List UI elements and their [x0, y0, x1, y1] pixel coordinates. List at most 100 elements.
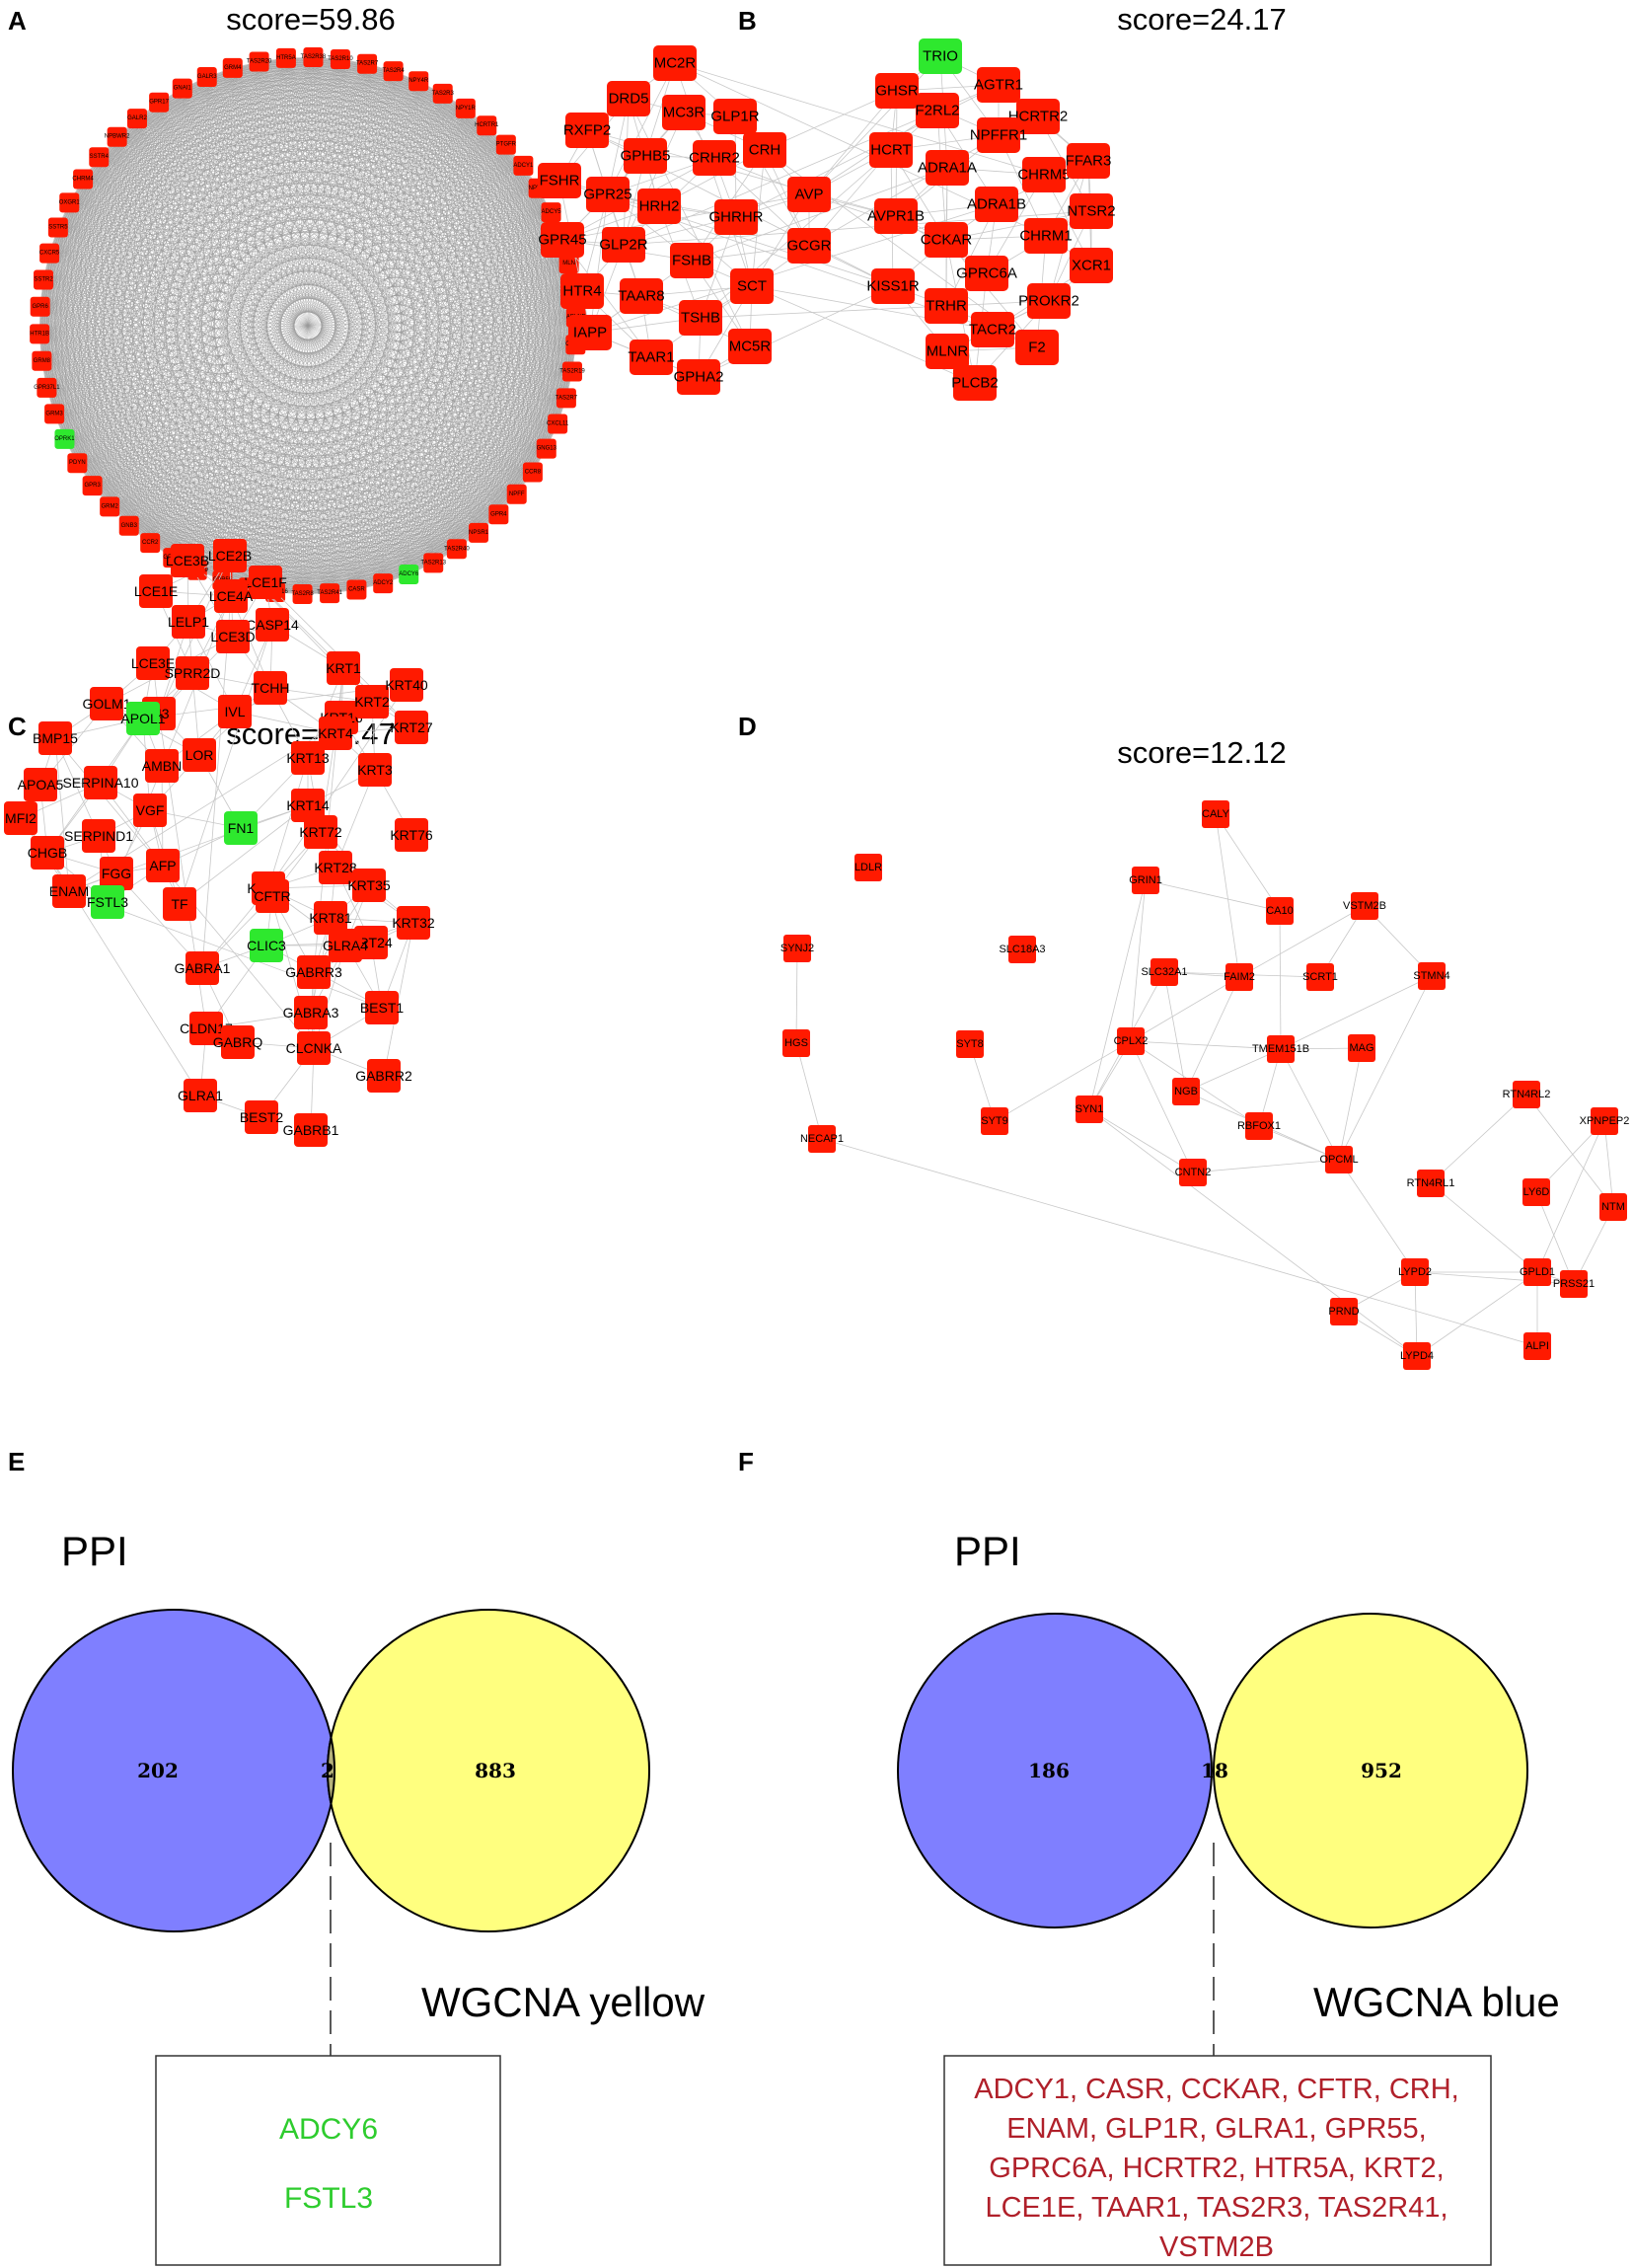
network-edge [1338, 975, 1433, 1161]
gene-node-label: LCE4A [209, 588, 254, 604]
network-edge [136, 118, 331, 594]
network-edge [285, 57, 569, 265]
gene-node-label: FSTL3 [87, 894, 128, 910]
gene-node-kiss1r: KISS1R [866, 268, 920, 304]
gene-node-box [1417, 1170, 1445, 1197]
network-edge [77, 136, 117, 464]
gene-node-label: MAG [1349, 1042, 1373, 1054]
network-edge [465, 108, 577, 318]
network-edge [136, 117, 574, 291]
network-edge [64, 202, 70, 439]
network-edge [285, 57, 303, 594]
network-edge [182, 88, 524, 167]
network-edge [38, 118, 138, 335]
gene-node-box [783, 935, 811, 962]
network-edge [285, 57, 576, 318]
gene-node-vstm2b: VSTM2B [1343, 892, 1386, 920]
gene-node-box [100, 857, 133, 890]
gene-node-scrt1: SCRT1 [1302, 963, 1338, 991]
gene-node-label: HCRT [870, 142, 911, 159]
gene-node-box [541, 222, 584, 258]
network-edge [607, 62, 676, 195]
gene-node-glra4: GLRA4 [323, 929, 368, 962]
gene-node-label: GHRHR [709, 209, 764, 226]
gene-node-box [256, 608, 289, 642]
gene-node-syt9: SYT9 [981, 1107, 1008, 1135]
gene-node-label: MC2R [654, 55, 697, 72]
network-edge [41, 360, 174, 559]
network-edge [206, 76, 573, 372]
gene-node-box [568, 315, 612, 350]
gene-node-label: AVP [795, 187, 824, 203]
network-edge [158, 102, 384, 584]
network-edge [285, 57, 574, 291]
network-edge [38, 76, 207, 335]
panel-label-d: D [738, 712, 757, 741]
gene-node-npffr1: NPFFR1 [970, 117, 1027, 153]
network-edge [274, 57, 287, 593]
gene-node-box [34, 269, 54, 290]
gene-node-box [184, 1079, 217, 1112]
gene-node-tas2r4: TAS2R4 [382, 61, 405, 82]
network-edge [69, 202, 576, 345]
network-edge [821, 1138, 1538, 1347]
network-edge [532, 237, 562, 473]
network-edge [41, 67, 233, 361]
gene-node-label: STMN4 [1413, 970, 1449, 982]
gene-node-label: XPNPEP2 [1580, 1115, 1630, 1127]
venn-f-left-count: 186 [1028, 1759, 1070, 1782]
network-edge [57, 57, 287, 228]
network-edge [285, 57, 517, 494]
network-edge [46, 371, 572, 389]
network-edge [1535, 1191, 1575, 1285]
network-edge [116, 136, 434, 564]
gene-node-box [875, 73, 919, 109]
network-edge [339, 58, 434, 564]
gene-node-grm4: GRM4 [222, 57, 243, 78]
gene-node-box [32, 350, 52, 371]
network-edge [83, 179, 561, 238]
gene-node-box [133, 794, 167, 827]
gene-node-label: ADCY5 [542, 209, 562, 215]
network-edge [48, 56, 314, 254]
gene-node-label: TAS2R7 [356, 61, 379, 67]
gene-node-label: SCT [737, 278, 767, 295]
gene-node-label: GNAI1 [174, 86, 192, 92]
gene-node-fshr: FSHR [538, 163, 581, 198]
network-edge [232, 67, 558, 424]
network-edge [42, 88, 183, 280]
network-edge [182, 88, 499, 515]
gene-node-box [1266, 897, 1294, 925]
gene-node-label: TAS2R8 [291, 591, 314, 597]
gene-node-box [874, 198, 918, 234]
network-edge [206, 76, 558, 424]
network-edge [136, 117, 547, 449]
gene-node-faim2: FAIM2 [1224, 963, 1255, 991]
gene-node-label: NPFF [509, 491, 525, 497]
gene-node-box [679, 300, 722, 336]
network-edge [433, 371, 573, 564]
gene-node-label: F2 [1028, 340, 1046, 356]
gene-node-box [956, 1030, 984, 1058]
gene-node-box [713, 99, 757, 134]
network-edge [54, 737, 70, 892]
network-edge [99, 157, 561, 238]
network-edge [99, 157, 558, 424]
network-edge [339, 58, 539, 189]
gene-node-box [558, 254, 579, 274]
network-edge [46, 67, 233, 388]
network-edge [136, 117, 566, 399]
network-edge [232, 67, 458, 550]
gene-node-label: NPY4R [408, 78, 429, 84]
gene-node-krt35: KRT35 [347, 869, 391, 902]
gene-node-label: GCGR [787, 238, 832, 255]
network-edge [232, 67, 517, 494]
gene-node-label: CPLX2 [1114, 1035, 1149, 1047]
network-edge [285, 57, 480, 533]
gene-node-label: CA10 [1266, 905, 1294, 917]
gene-node-label: LY6D [1523, 1186, 1550, 1198]
gene-node-box [126, 109, 147, 129]
gene-node-label: XCR1 [1072, 258, 1111, 274]
network-edge [64, 67, 233, 439]
